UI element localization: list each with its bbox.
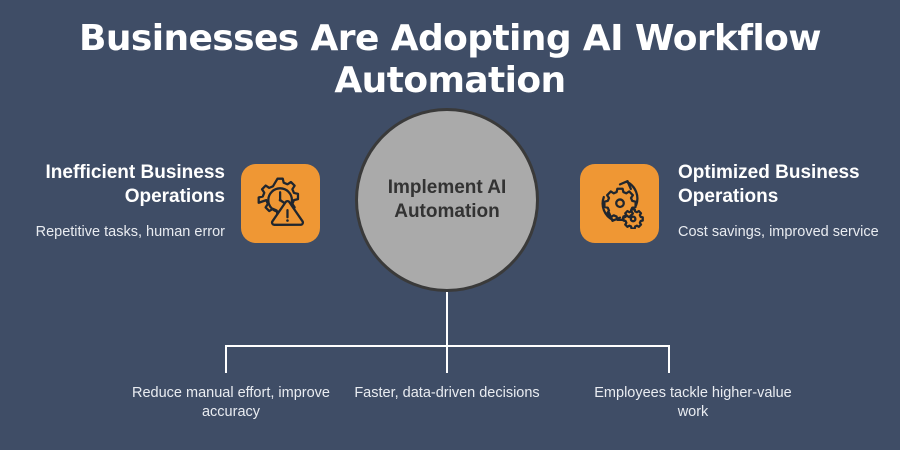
outcome-label-3: Employees tackle higher-value work <box>594 385 792 420</box>
center-node: Implement AI Automation <box>355 108 539 292</box>
outcome-label-1: Reduce manual effort, improve accuracy <box>131 385 330 420</box>
connector-drop-left <box>225 345 227 373</box>
gear-clock-warning-icon <box>253 173 309 234</box>
left-branch-text: Inefficient Business Operations Repetiti… <box>10 161 225 242</box>
connector-vertical-stem <box>446 292 448 346</box>
right-branch-heading: Optimized Business Operations <box>678 162 860 207</box>
page-title: Businesses Are Adopting AI Workflow Auto… <box>79 18 822 101</box>
left-branch-subtext: Repetitive tasks, human error <box>35 224 225 240</box>
center-node-label: Implement AI Automation <box>387 177 507 222</box>
left-branch-heading: Inefficient Business Operations <box>45 162 226 207</box>
outcome-label-2: Faster, data-driven decisions <box>354 385 540 401</box>
connector-drop-right <box>668 345 670 373</box>
right-branch-icon-tile <box>580 164 659 243</box>
gears-refresh-cycle-icon <box>592 173 648 234</box>
right-branch-text: Optimized Business Operations Cost savin… <box>678 161 893 242</box>
left-branch-icon-tile <box>241 164 320 243</box>
connector-drop-center <box>446 345 448 373</box>
right-branch-subtext: Cost savings, improved service <box>678 224 879 240</box>
